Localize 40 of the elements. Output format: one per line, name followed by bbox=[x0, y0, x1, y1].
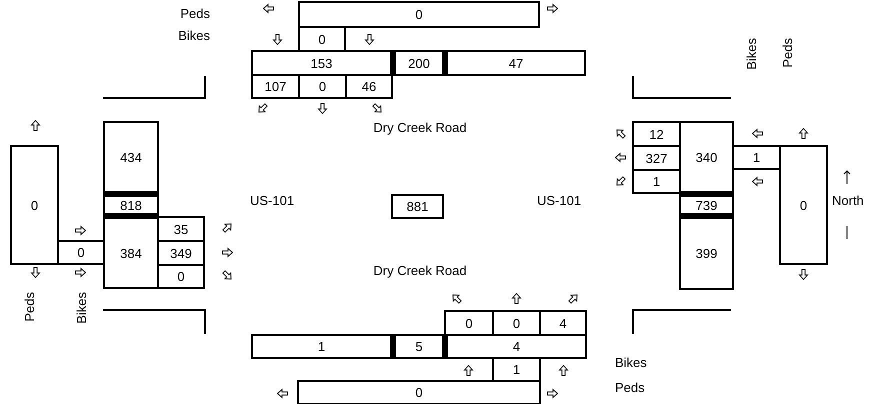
rotated-label: Bikes bbox=[75, 292, 88, 324]
count-box: 0 bbox=[298, 1, 540, 28]
text-label: Peds bbox=[615, 381, 645, 394]
count-box: 0 bbox=[10, 145, 59, 265]
text-label: Dry Creek Road bbox=[372, 121, 468, 134]
count-box: 35 bbox=[157, 216, 205, 242]
count-box: 0 bbox=[298, 26, 346, 52]
text-label: Dry Creek Road bbox=[372, 264, 468, 277]
rotated-label: Bikes bbox=[745, 38, 758, 70]
count-box: 200 bbox=[392, 50, 446, 76]
count-box: 4 bbox=[539, 310, 587, 336]
count-box: 0 bbox=[297, 380, 541, 404]
text-label: Bikes bbox=[615, 356, 647, 369]
count-box: 1 bbox=[632, 169, 681, 194]
count-box: 4 bbox=[444, 334, 587, 359]
text-label: US-101 bbox=[537, 194, 582, 207]
count-box: 881 bbox=[391, 194, 444, 219]
count-box: 153 bbox=[251, 50, 394, 76]
count-box: 1 bbox=[251, 334, 394, 359]
count-box: 0 bbox=[157, 264, 205, 289]
count-box: 107 bbox=[251, 74, 300, 99]
count-box: 399 bbox=[679, 215, 734, 290]
rotated-label: Peds bbox=[23, 292, 36, 322]
count-box: 1 bbox=[732, 145, 781, 170]
text-label: Bikes bbox=[177, 29, 210, 42]
count-box: 47 bbox=[444, 50, 586, 76]
count-box: 5 bbox=[392, 334, 446, 359]
text-label: US-101 bbox=[250, 194, 294, 207]
text-label: Peds bbox=[179, 7, 210, 20]
count-box: 818 bbox=[103, 193, 159, 217]
count-box: 340 bbox=[679, 121, 734, 195]
count-box: 0 bbox=[779, 145, 828, 265]
count-box: 0 bbox=[57, 240, 105, 265]
rotated-label: Peds bbox=[781, 38, 794, 68]
count-box: 739 bbox=[679, 193, 734, 217]
count-box: 1 bbox=[492, 357, 541, 382]
count-box: 434 bbox=[103, 121, 159, 195]
text-label: North bbox=[832, 194, 864, 207]
count-box: 384 bbox=[103, 215, 159, 289]
count-box: 46 bbox=[345, 74, 393, 99]
